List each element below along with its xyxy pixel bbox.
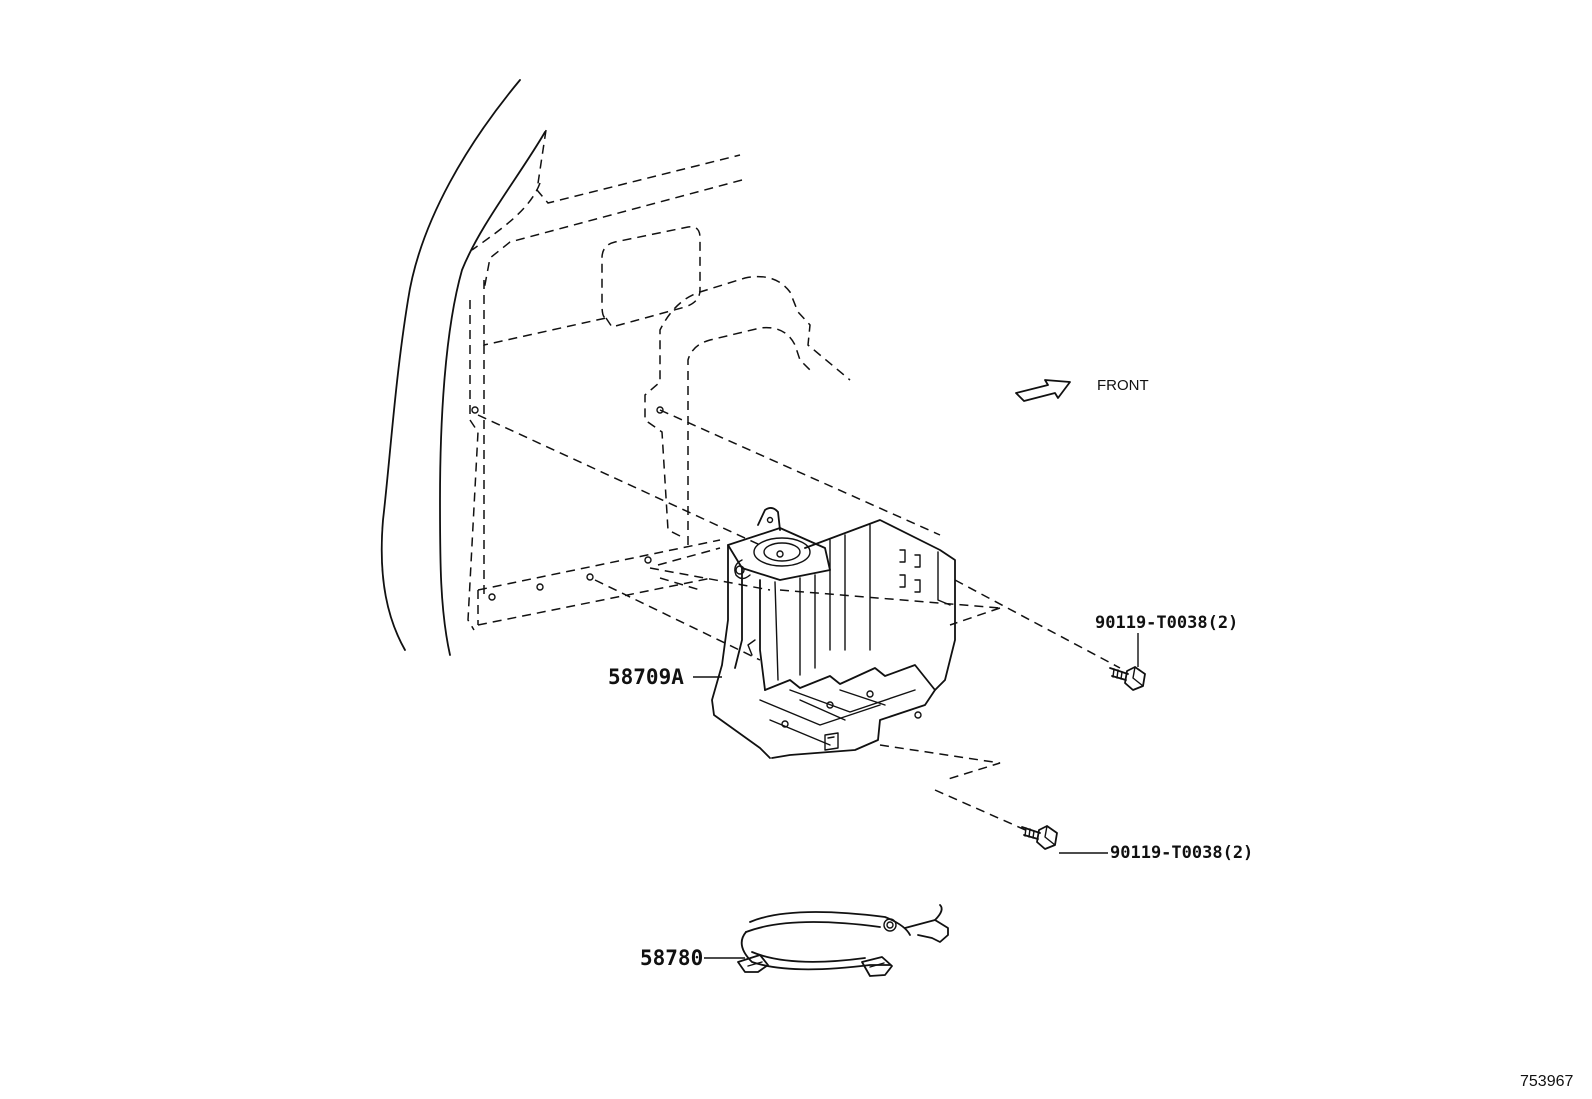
battery-bracket-58709A (711, 507, 956, 759)
part-label-58709A: 58709A (608, 665, 684, 689)
front-direction-arrow-icon (1015, 379, 1071, 402)
part-label-bolt-upper: 90119-T0038(2) (1095, 613, 1238, 633)
part-label-58780: 58780 (640, 946, 703, 970)
battery-clamp-58780 (737, 904, 949, 977)
part-label-bolt-lower: 90119-T0038(2) (1110, 843, 1253, 863)
bolt-lower-icon (1021, 825, 1058, 850)
front-direction-label: FRONT (1097, 377, 1149, 394)
bolt-upper-icon (1109, 666, 1146, 691)
alignment-lines (477, 409, 1121, 833)
illustration-id: 753967 (1520, 1073, 1573, 1090)
vehicle-body-outline (380, 79, 851, 656)
leader-lines (693, 633, 1139, 959)
